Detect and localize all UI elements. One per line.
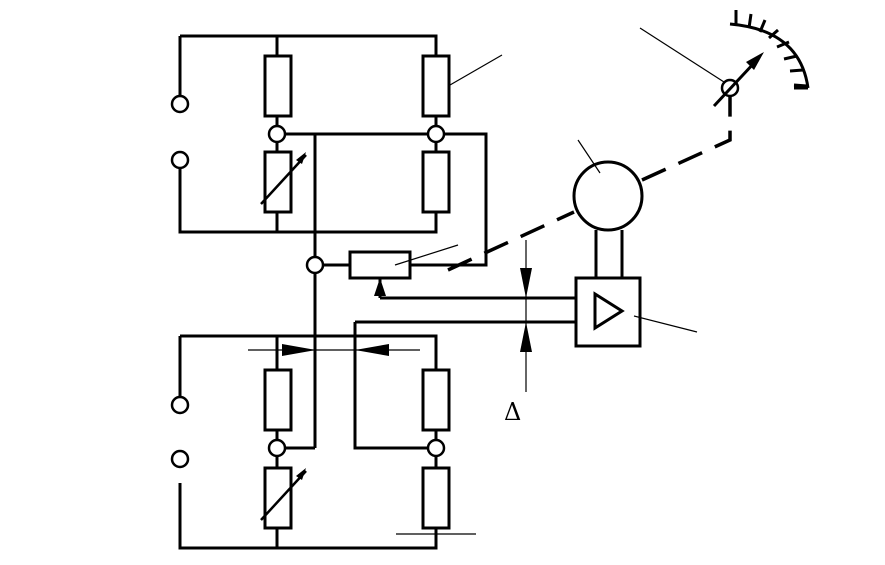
upper-node-right (426, 124, 446, 144)
upper-resistor-a-top (263, 54, 293, 118)
motor-to-slidewire-linkage (447, 210, 575, 272)
upper-node-left (267, 124, 287, 144)
dial-scale-icon (729, 10, 810, 90)
upper-variable-arrowhead (296, 152, 306, 164)
lower-resistor-a-bottom (263, 466, 293, 530)
delta-measurement (520, 240, 532, 392)
amplifier-icon (593, 291, 625, 331)
upper-resistor-b-bottom (421, 150, 451, 214)
lower-resistor-a-top (263, 368, 293, 432)
amplifier-callout-leader (633, 315, 698, 333)
pointer-callout-leader (639, 27, 725, 83)
lower-resistor-b-top (421, 368, 451, 432)
slidewire-wiper-arrowhead (374, 278, 386, 296)
motor-callout-leader (577, 139, 601, 174)
upper-resistor-b-top (421, 54, 451, 118)
upper-bridge (170, 34, 503, 267)
lower-variable-arrow (260, 470, 307, 521)
pointer-arrow-icon (746, 52, 764, 70)
motor-amplifier-link (594, 230, 624, 278)
servo-section (447, 10, 810, 348)
motor-to-pointer-linkage (641, 96, 732, 182)
lower-left-wire-bottom (178, 483, 438, 550)
slidewire-section (305, 134, 576, 450)
upper-input-terminal-bottom (170, 150, 190, 170)
delta-formula-prefix: Δ (504, 398, 521, 426)
lower-variable-arrowhead (296, 468, 306, 480)
upper-input-terminal-top (170, 94, 190, 114)
amplifier-box (574, 276, 642, 348)
lower-bridge (170, 334, 476, 550)
upper-resistor-a-bottom (263, 150, 293, 214)
upper-top-wire (180, 34, 438, 56)
lower-resistor-b-bottom (421, 466, 451, 530)
servo-motor (572, 160, 644, 232)
slidewire-junction-node (305, 255, 325, 275)
slidewire-resistor (348, 250, 412, 280)
lower-top-wire (180, 334, 438, 370)
pointer-needle (712, 60, 757, 108)
lower-bridge-feed-wire (353, 322, 428, 450)
lower-dimension-arrowhead-left (355, 344, 389, 356)
upper-right-loop (410, 132, 488, 267)
upper-variable-arrow (260, 154, 307, 205)
slidewire-callout-leader (394, 244, 459, 266)
lower-input-terminal-top (170, 395, 190, 415)
labels: Δ (504, 398, 521, 426)
upper-callout-leader (449, 54, 503, 86)
lower-node-left (267, 438, 287, 458)
lower-node-right (426, 438, 446, 458)
lower-input-terminal-bottom (170, 449, 190, 469)
delta-arrowhead-down (520, 268, 532, 298)
lower-dimension-arrowhead-right (282, 344, 316, 356)
delta-arrowhead-up (520, 322, 532, 352)
upper-left-wire-bottom (178, 168, 438, 234)
